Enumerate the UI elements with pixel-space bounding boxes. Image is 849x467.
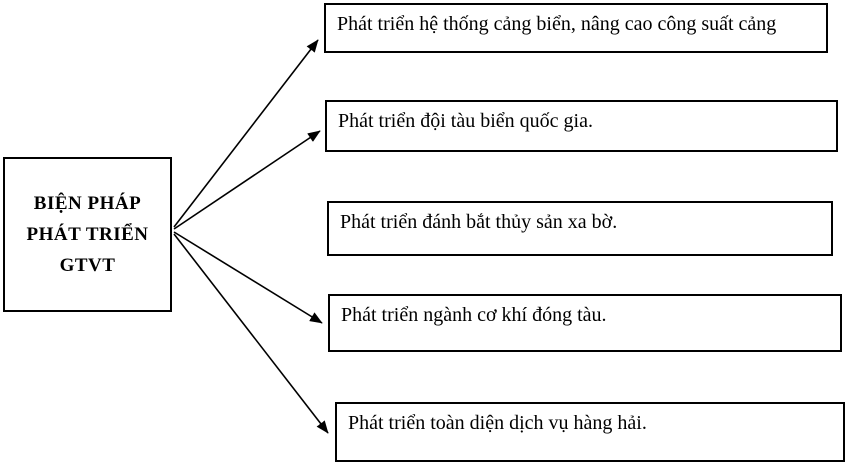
arrow-to-box-4 — [173, 231, 323, 324]
measure-box-offshore-fishing: Phát triển đánh bắt thủy sản xa bờ. — [327, 201, 833, 256]
measure-box-label: Phát triển ngành cơ khí đóng tàu. — [341, 304, 607, 326]
measure-box-label: Phát triển hệ thống cảng biển, nâng cao … — [337, 13, 777, 35]
measure-box-national-fleet: Phát triển đội tàu biển quốc gia. — [325, 100, 838, 152]
measure-box-label: Phát triển đánh bắt thủy sản xa bờ. — [340, 211, 618, 233]
measure-box-maritime-services: Phát triển toàn diện dịch vụ hàng hải. — [335, 402, 845, 462]
measure-box-shipbuilding: Phát triển ngành cơ khí đóng tàu. — [328, 294, 842, 352]
arrow-to-box-1 — [173, 39, 319, 228]
arrow-to-box-5 — [173, 233, 329, 434]
root-box-line-2: PHÁT TRIỂN — [26, 224, 149, 245]
measure-box-label: Phát triển toàn diện dịch vụ hàng hải. — [348, 412, 647, 434]
arrow-to-box-2 — [173, 130, 321, 230]
root-box-line-1: BIỆN PHÁP — [33, 193, 142, 214]
measure-box-ports: Phát triển hệ thống cảng biển, nâng cao … — [324, 3, 828, 53]
root-box-measures: BIỆN PHÁP PHÁT TRIỂN GTVT — [3, 157, 172, 312]
measure-box-label: Phát triển đội tàu biển quốc gia. — [338, 110, 593, 132]
root-box-line-3: GTVT — [59, 255, 116, 276]
